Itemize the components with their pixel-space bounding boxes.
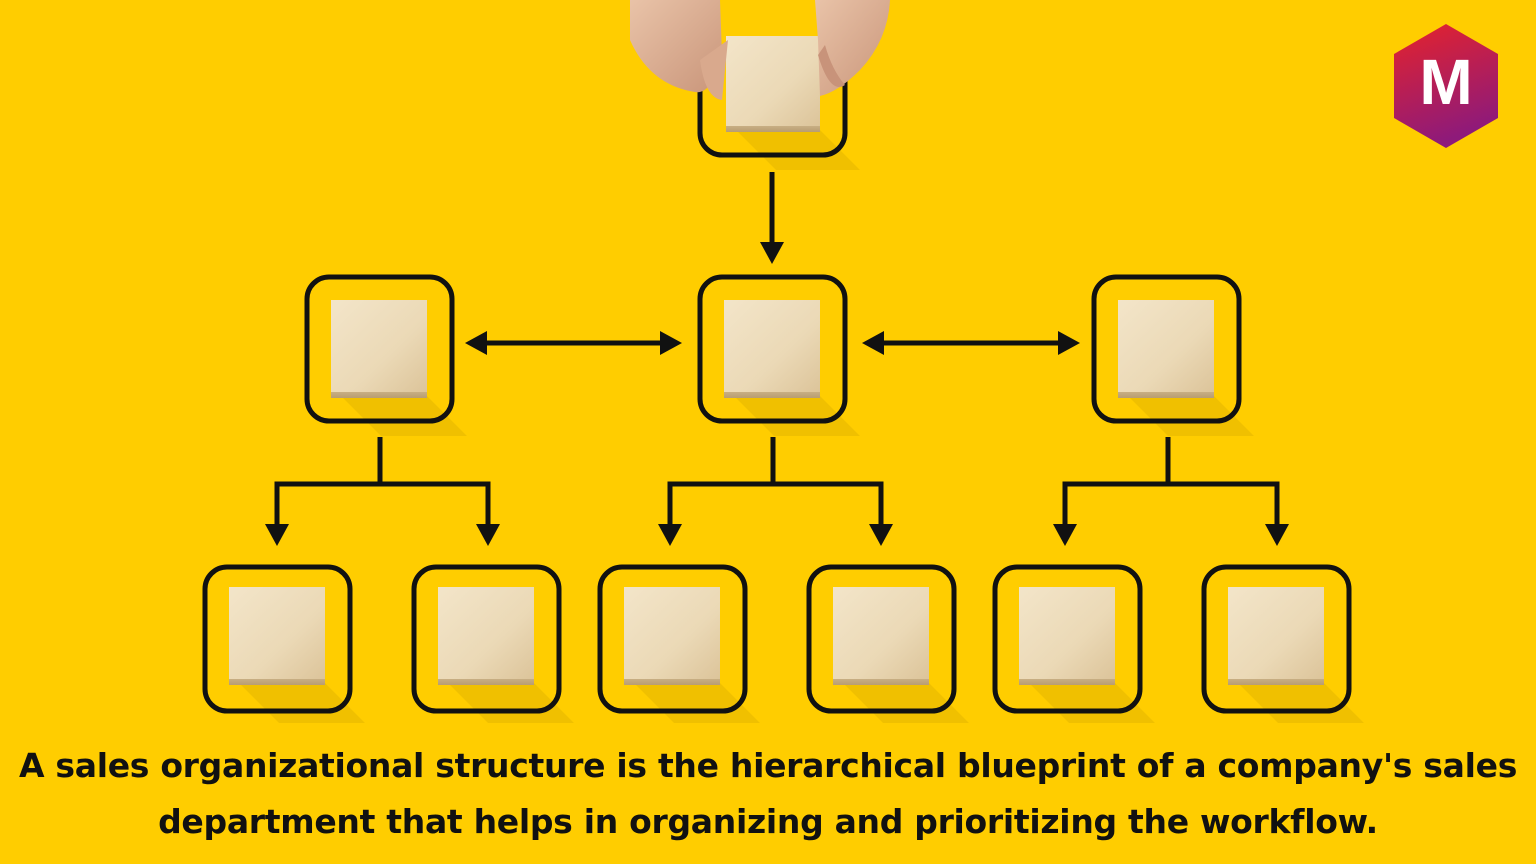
branch-left-head-left bbox=[265, 524, 289, 546]
branch-right-bar bbox=[1062, 481, 1280, 524]
wooden-blocks bbox=[229, 36, 1324, 685]
logo-letter: M bbox=[1419, 46, 1472, 118]
block-mid-right-edge bbox=[1118, 390, 1214, 398]
block-bottom-3 bbox=[624, 587, 720, 679]
hand-holding-block bbox=[630, 0, 890, 100]
arrow-left-center-head-left bbox=[465, 331, 487, 355]
bottom-box-1 bbox=[202, 564, 353, 714]
branch-right-head-left bbox=[1053, 524, 1077, 546]
block-bottom-6 bbox=[1228, 587, 1324, 679]
block-mid-right-shadow bbox=[1128, 396, 1254, 436]
block-bottom-5 bbox=[1019, 587, 1115, 679]
mid-box-center bbox=[697, 274, 848, 424]
bottom-box-6 bbox=[1201, 564, 1352, 714]
block-mid-center-shadow bbox=[734, 396, 860, 436]
block-mid-center bbox=[724, 300, 820, 392]
arrow-left-center-head-right bbox=[660, 331, 682, 355]
connector-arrows bbox=[265, 172, 1289, 546]
block-mid-left bbox=[331, 300, 427, 392]
arrow-top-to-center-head bbox=[760, 242, 784, 264]
block-top-edge bbox=[726, 124, 820, 132]
bottom-box-5 bbox=[992, 564, 1143, 714]
bottom-box-4 bbox=[806, 564, 957, 714]
branch-center-head-right bbox=[869, 524, 893, 546]
branch-left-bar bbox=[274, 481, 491, 524]
mid-box-left bbox=[304, 274, 455, 424]
block-mid-left-shadow bbox=[341, 396, 467, 436]
block-mid-right bbox=[1118, 300, 1214, 392]
block-top bbox=[726, 36, 820, 126]
bottom-box-3 bbox=[597, 564, 748, 714]
caption-text: A sales organizational structure is the … bbox=[0, 738, 1536, 850]
block-bottom-4-edge bbox=[833, 677, 929, 685]
arrow-center-right-head-right bbox=[1058, 331, 1080, 355]
block-bottom-1 bbox=[229, 587, 325, 679]
branch-right-head-right bbox=[1265, 524, 1289, 546]
mid-box-right bbox=[1091, 274, 1242, 424]
logo-hexagon-icon bbox=[1394, 24, 1498, 148]
block-bottom-1-edge bbox=[229, 677, 325, 685]
block-mid-center-edge bbox=[724, 390, 820, 398]
block-bottom-2-edge bbox=[438, 677, 534, 685]
caption-line-2: department that helps in organizing and … bbox=[158, 802, 1378, 841]
branch-center-bar bbox=[667, 481, 884, 524]
branch-left-head-right bbox=[476, 524, 500, 546]
block-bottom-4 bbox=[833, 587, 929, 679]
branch-center-head-left bbox=[658, 524, 682, 546]
brand-logo: M bbox=[1394, 24, 1498, 148]
block-bottom-6-edge bbox=[1228, 677, 1324, 685]
block-shadows bbox=[239, 130, 1364, 723]
block-bottom-5-edge bbox=[1019, 677, 1115, 685]
bottom-box-2 bbox=[411, 564, 562, 714]
block-mid-left-edge bbox=[331, 390, 427, 398]
caption-line-1: A sales organizational structure is the … bbox=[18, 746, 1518, 785]
block-bottom-2 bbox=[438, 587, 534, 679]
block-bottom-3-edge bbox=[624, 677, 720, 685]
arrow-center-right-head-left bbox=[862, 331, 884, 355]
block-top-shadow bbox=[736, 130, 860, 170]
